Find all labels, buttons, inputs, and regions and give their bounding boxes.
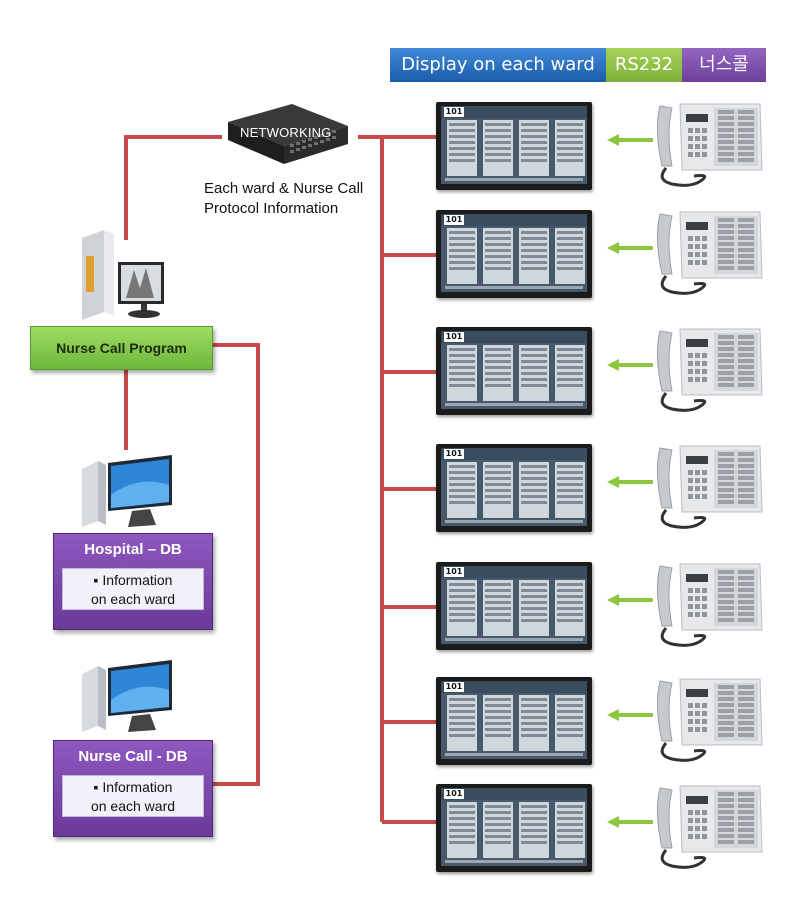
desktop-computer-icon [82, 660, 172, 732]
nursecall-db-info: ▪ Information on each ward [62, 775, 204, 817]
nursecall-db-box: Nurse Call - DB ▪ Information on each wa… [53, 740, 213, 837]
arrow-left-icon [607, 816, 653, 828]
server-icon [82, 230, 164, 320]
network-switch-icon [228, 104, 348, 164]
ward-display-icon: 101 [436, 562, 592, 650]
nurse-call-phone-icon [656, 211, 763, 295]
nurse-call-phone-icon [656, 328, 763, 412]
arrow-left-icon [607, 709, 653, 721]
caption-line2: Protocol Information [204, 200, 339, 217]
legend-display: Display on each ward [390, 48, 606, 82]
legend-korean: 너스콜 [682, 48, 766, 82]
nurse-call-phone-icon [656, 678, 763, 762]
nurse-call-phone-icon [656, 103, 763, 187]
arrow-left-icon [607, 134, 653, 146]
nursecall-db-line2: on each ward [90, 798, 176, 814]
arrow-left-icon [607, 476, 653, 488]
ward-number: 101 [444, 215, 464, 225]
nurse-call-phone-icon [656, 785, 763, 869]
ward-display-icon: 101 [436, 327, 592, 415]
ward-display-icon: 101 [436, 210, 592, 298]
ward-number: 101 [444, 789, 464, 799]
ward-number: 101 [444, 567, 464, 577]
network-caption: Each ward & Nurse Call Protocol Informat… [204, 179, 394, 219]
nurse-call-phone-icon [656, 563, 763, 647]
nursecall-db-line1: ▪ Information [93, 779, 173, 795]
hospital-db-line2: on each ward [90, 591, 176, 607]
desktop-computer-icon [82, 455, 172, 527]
ward-number: 101 [444, 332, 464, 342]
ward-display-icon: 101 [436, 444, 592, 532]
hospital-db-line1: ▪ Information [93, 572, 173, 588]
legend-rs232: RS232 [606, 48, 682, 82]
arrow-left-icon [607, 242, 653, 254]
arrow-left-icon [607, 594, 653, 606]
hospital-db-info: ▪ Information on each ward [62, 568, 204, 610]
ward-number: 101 [444, 682, 464, 692]
legend-bar: Display on each ward RS232 너스콜 [390, 48, 766, 82]
ward-number: 101 [444, 449, 464, 459]
switch-label: NETWORKING [240, 125, 332, 140]
ward-display-icon: 101 [436, 102, 592, 190]
ward-display-icon: 101 [436, 677, 592, 765]
nursecall-db-title: Nurse Call - DB [78, 748, 188, 765]
ward-display-icon: 101 [436, 784, 592, 872]
nurse-call-program-box: Nurse Call Program [30, 326, 213, 370]
hospital-db-title: Hospital – DB [84, 541, 182, 558]
arrow-left-icon [607, 359, 653, 371]
hospital-db-box: Hospital – DB ▪ Information on each ward [53, 533, 213, 630]
nurse-call-phone-icon [656, 445, 763, 529]
ward-number: 101 [444, 107, 464, 117]
caption-line1: Each ward & Nurse Call [204, 180, 364, 197]
